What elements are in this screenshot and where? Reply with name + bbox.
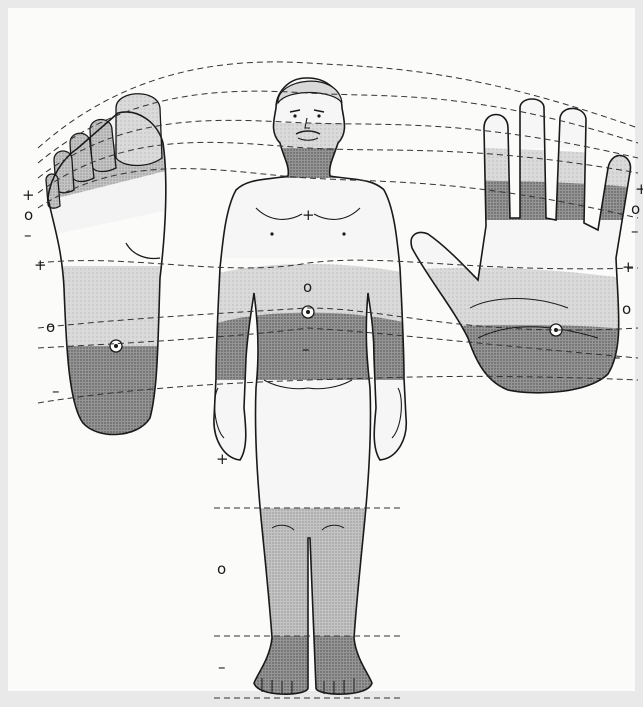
- body-figure: [208, 68, 418, 706]
- symbol-plus-palm-mid: +: [622, 258, 635, 276]
- symbol-plus-foot-mid: +: [34, 256, 47, 274]
- palm-figure: [408, 88, 638, 408]
- symbol-zero-foot-top: o: [24, 206, 33, 224]
- reflex-zone-diagram: + o – + o – + o – + o – + o – + o –: [8, 8, 635, 691]
- symbol-minus-leg: –: [218, 658, 226, 676]
- symbol-plus-leg: +: [216, 450, 229, 468]
- symbol-minus-pelvis: –: [302, 340, 310, 358]
- symbol-plus-chest: +: [302, 206, 315, 224]
- symbol-zero-foot-mid: o: [46, 318, 55, 336]
- symbol-minus-foot-low: –: [52, 382, 60, 400]
- symbol-minus-foot-top: –: [24, 226, 32, 244]
- symbol-zero-palm-mid: o: [622, 300, 631, 318]
- symbol-minus-palm-low: –: [613, 348, 621, 366]
- symbol-zero-leg: o: [217, 560, 226, 578]
- symbol-plus-palm-top: +: [635, 180, 643, 198]
- symbol-plus-foot-top: +: [22, 186, 35, 204]
- symbol-minus-palm-top: –: [631, 222, 639, 240]
- diagram-canvas: + o – + o – + o – + o – + o – + o –: [8, 8, 643, 707]
- symbol-zero-palm-top: o: [631, 200, 640, 218]
- symbol-zero-abdomen: o: [303, 278, 312, 296]
